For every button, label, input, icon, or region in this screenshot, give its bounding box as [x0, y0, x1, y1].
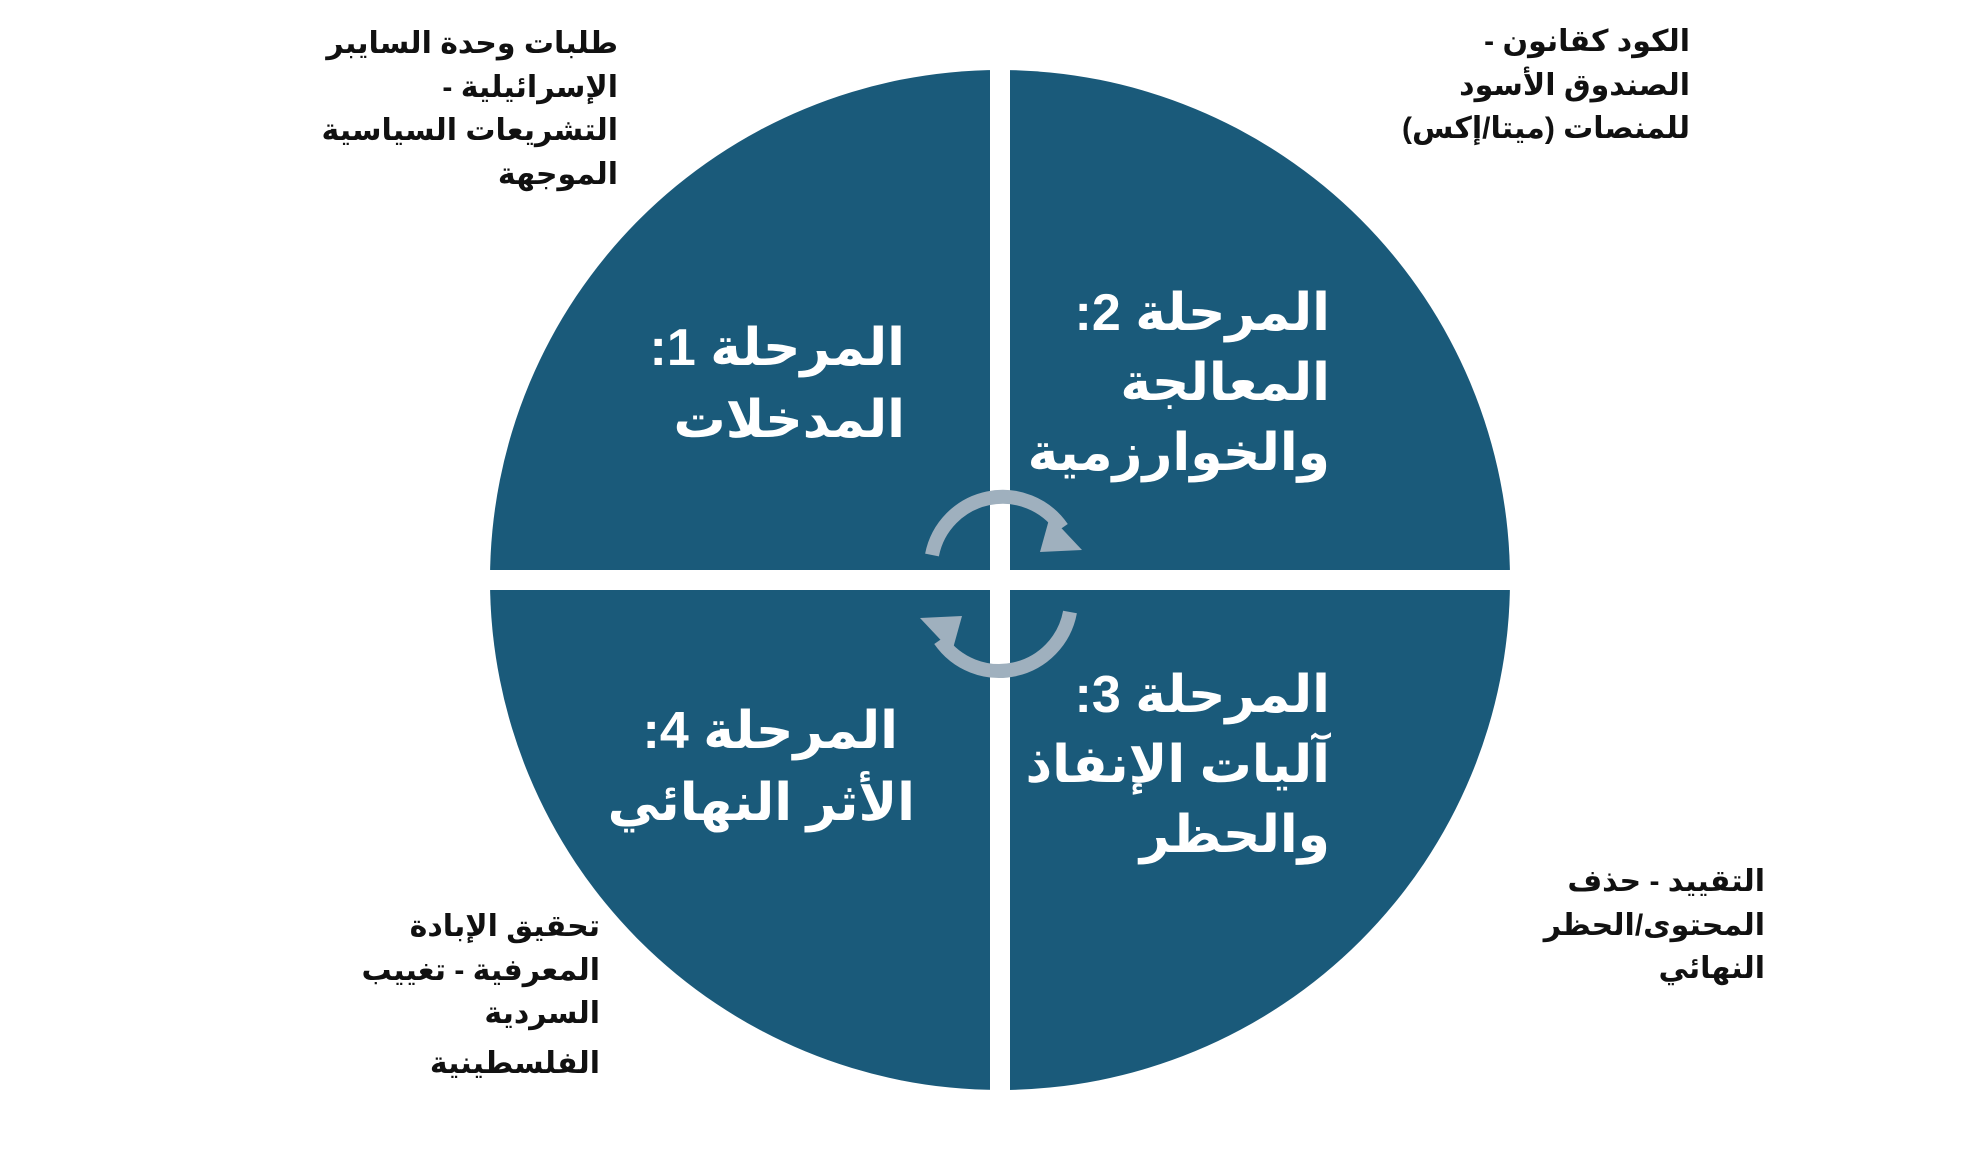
note-line: النهائي — [1658, 952, 1765, 985]
horizontal-divider — [480, 570, 1520, 590]
note-line: تحقيق الإبادة — [409, 910, 600, 943]
clockwise-arc-arrow-icon — [920, 610, 1077, 678]
stage-2-line: المرحلة 2: — [1075, 284, 1331, 343]
stage-labels: المرحلة 1: المدخلات المرحلة 2: المعالجة … — [608, 284, 1332, 865]
note-line: الكود كقانون - — [1484, 25, 1690, 58]
note-line: الموجهة — [497, 157, 618, 191]
note-top-right: الكود كقانون - الصندوق الأسود للمنصات (م… — [1402, 20, 1690, 151]
stage-3-line: آليات الإنفاذ — [1025, 732, 1331, 795]
clockwise-arc-arrow-icon — [925, 489, 1082, 557]
quadrant-stage-3 — [1000, 580, 1510, 1090]
stage-4-line: المرحلة 4: — [643, 702, 899, 761]
note-top-left: طلبات وحدة السايبر الإسرائيلية - التشريع… — [322, 22, 618, 196]
quadrant-stage-2 — [1000, 70, 1510, 580]
note-line: السردية — [484, 997, 600, 1030]
quadrant-stage-1 — [490, 70, 1000, 580]
quadrant-stage-4 — [490, 580, 1000, 1090]
note-bottom-left: تحقيق الإبادة المعرفية - تغييب السردية ا… — [362, 905, 600, 1085]
stage-2-line: والخوارزمية — [1028, 424, 1330, 483]
note-line: طلبات وحدة السايبر — [326, 27, 618, 60]
note-line: التشريعات السياسية — [321, 114, 618, 147]
stage-3-line: المرحلة 3: — [1075, 666, 1331, 725]
note-line: المحتوى/الحظر — [1543, 908, 1765, 942]
stage-1-label: المرحلة 1: المدخلات — [635, 319, 905, 449]
note-line: للمنصات (ميتا/إكس) — [1402, 112, 1690, 145]
note-line: المعرفية - تغييب — [361, 953, 600, 987]
stage-2-line: المعالجة — [1120, 354, 1330, 412]
note-line: الإسرائيلية - — [442, 70, 618, 104]
note-line: الفلسطينية — [429, 1046, 600, 1080]
stage-2-label: المرحلة 2: المعالجة والخوارزمية — [1028, 284, 1330, 483]
stage-3-label: المرحلة 3: آليات الإنفاذ والحظر — [1011, 666, 1331, 865]
quadrant-circle — [490, 70, 1510, 1090]
stage-1-line: المرحلة 1: — [650, 319, 906, 378]
stage-3-line: والحظر — [1137, 806, 1330, 865]
note-bottom-right: التقييد - حذف المحتوى/الحظر النهائي — [1544, 860, 1765, 991]
cycle-arrows — [920, 489, 1082, 678]
stage-4-line: الأثر النهائي — [608, 770, 915, 833]
note-line: الصندوق الأسود — [1459, 68, 1690, 102]
note-line: التقييد - حذف — [1567, 865, 1765, 898]
stage-1-line: المدخلات — [674, 391, 905, 449]
stage-4-label: المرحلة 4: الأثر النهائي — [608, 702, 915, 833]
